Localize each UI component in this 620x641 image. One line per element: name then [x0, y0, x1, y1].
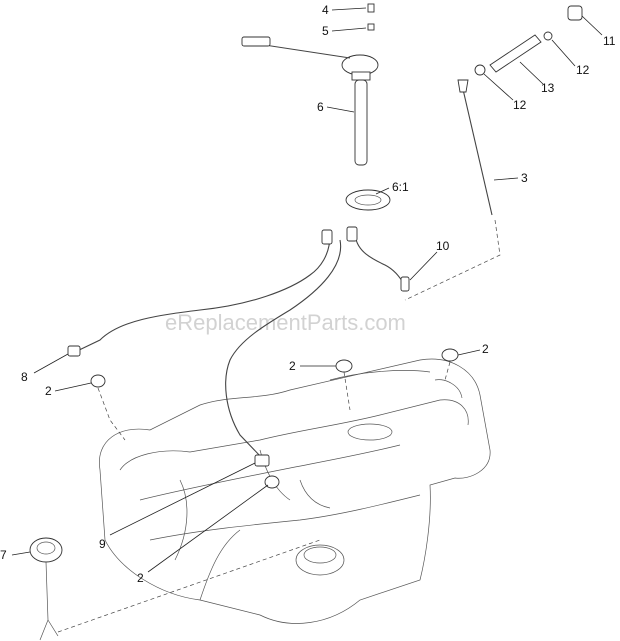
callout-13: 13 [541, 81, 555, 95]
callout-2-mid: 2 [289, 359, 296, 373]
fuel-cap-7 [29, 537, 321, 641]
callout-12-upper: 12 [576, 63, 590, 77]
callout-6: 6 [317, 100, 324, 114]
fitting-9 [254, 454, 270, 467]
callout-3: 3 [521, 171, 528, 185]
sender-tube [354, 79, 368, 166]
hose-13 [489, 34, 542, 73]
fitting-8 [67, 345, 81, 357]
callout-8: 8 [21, 370, 28, 384]
callout-6-1: 6:1 [392, 180, 409, 194]
callout-11: 11 [603, 34, 616, 48]
callout-2-bottom: 2 [137, 571, 144, 585]
fuel-lines [67, 226, 410, 467]
callout-10: 10 [436, 239, 450, 253]
callout-2-left: 2 [45, 384, 52, 398]
grommets [90, 348, 459, 489]
clamp-12-upper [543, 31, 553, 41]
callout-12-lower: 12 [513, 98, 527, 112]
fitting-10 [400, 276, 410, 292]
sender-gasket [345, 189, 391, 211]
leader-lines [11, 7, 603, 573]
callout-4: 4 [322, 3, 329, 17]
hose-assembly [474, 5, 583, 76]
fitting-11 [567, 5, 583, 21]
screw-4 [367, 3, 375, 13]
watermark-text: eReplacementParts.com [165, 310, 406, 335]
washer-5 [367, 23, 375, 31]
callouts: 4 5 6 6:1 3 10 11 12 12 13 8 2 2 2 9 2 7 [0, 3, 616, 585]
fuel-tank [99, 358, 491, 624]
callout-9: 9 [99, 537, 106, 551]
callout-5: 5 [322, 24, 329, 38]
rod-3 [404, 79, 501, 301]
sender-connector [241, 36, 271, 47]
clamp-12-lower [474, 64, 486, 76]
callout-2-right: 2 [482, 342, 489, 356]
fuel-sender-assembly [241, 3, 391, 211]
callout-7: 7 [0, 548, 7, 562]
